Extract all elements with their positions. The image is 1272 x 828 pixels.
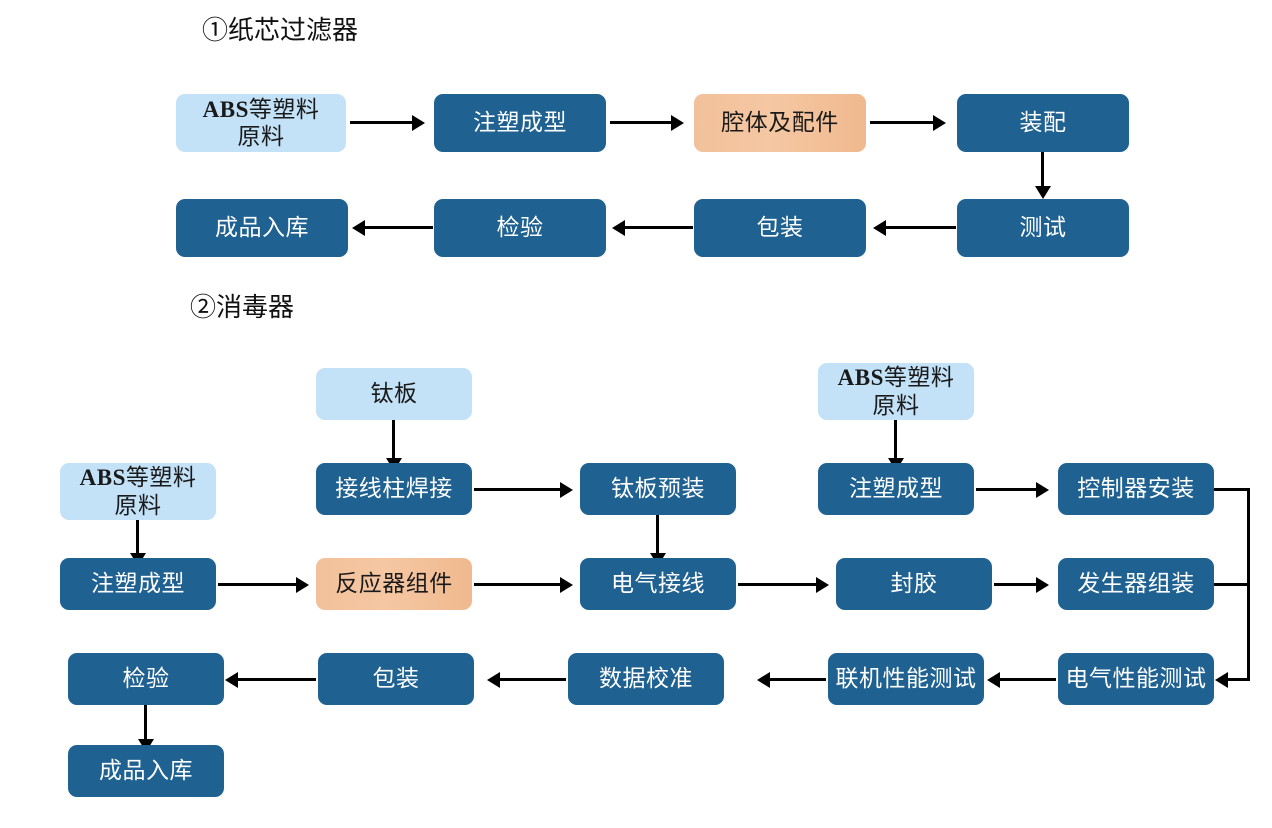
edge-line: [994, 583, 1036, 586]
edge-line: [1247, 488, 1250, 680]
node-label: 注塑成型: [473, 110, 567, 136]
node-label: 钛板: [370, 381, 418, 407]
edge-line: [770, 678, 826, 681]
node-label: 电气性能测试: [1065, 666, 1207, 692]
edge-line: [144, 705, 147, 739]
edge-arrowhead: [612, 220, 625, 236]
edge-arrowhead: [987, 672, 1000, 688]
edge-arrowhead: [560, 577, 573, 593]
node-label: 成品入库: [215, 215, 309, 241]
node-label: 控制器安装: [1077, 476, 1195, 502]
edge-line: [365, 226, 433, 229]
node-label: 检验: [122, 666, 170, 692]
node-label: 发生器组装: [1077, 571, 1195, 597]
node-label: ABS等塑料 原料: [202, 96, 320, 149]
node-label: 检验: [496, 215, 544, 241]
node-label: 腔体及配件: [721, 110, 839, 136]
edge-arrowhead: [933, 115, 946, 131]
node-s2-reactor-module: 反应器组件: [316, 558, 472, 610]
node-label: 联机性能测试: [835, 666, 977, 692]
node-label: 测试: [1019, 215, 1067, 241]
edge-line: [610, 121, 671, 124]
node-s2-data-calibration: 数据校准: [568, 653, 724, 705]
edge-arrowhead: [560, 482, 573, 498]
edge-arrowhead: [352, 220, 365, 236]
node-s2-elec-perf-test: 电气性能测试: [1058, 653, 1214, 705]
node-s1-packaging: 包装: [694, 199, 866, 257]
node-s2-titanium-plate: 钛板: [316, 368, 472, 420]
node-s2-abs-raw-right: ABS等塑料 原料: [818, 363, 974, 420]
edge-line: [500, 678, 566, 681]
section-title-paper-core-filter: ①纸芯过滤器: [202, 16, 359, 45]
edge-arrowhead: [816, 577, 829, 593]
node-label: 封胶: [890, 571, 938, 597]
node-s2-warehouse: 成品入库: [68, 745, 224, 797]
node-label: 反应器组件: [335, 571, 453, 597]
node-s1-cavity: 腔体及配件: [694, 94, 866, 152]
node-s2-online-perf-test: 联机性能测试: [828, 653, 984, 705]
node-s2-injection-right: 注塑成型: [818, 463, 974, 515]
edge-arrowhead: [1036, 482, 1049, 498]
node-label: 数据校准: [599, 666, 693, 692]
node-label: 包装: [372, 666, 420, 692]
node-label: 成品入库: [99, 758, 193, 784]
edge-line: [894, 420, 897, 458]
edge-line: [625, 226, 693, 229]
node-label: 接线柱焊接: [335, 476, 453, 502]
node-label: 包装: [756, 215, 804, 241]
edge-arrowhead: [487, 672, 500, 688]
edge-line: [870, 121, 933, 124]
node-label: 注塑成型: [849, 476, 943, 502]
edge-arrowhead: [1036, 577, 1049, 593]
node-s1-test: 测试: [957, 199, 1129, 257]
edge-line: [1228, 678, 1250, 681]
node-s2-packaging: 包装: [318, 653, 474, 705]
node-label: 装配: [1019, 110, 1067, 136]
edge-line: [1214, 583, 1250, 586]
edge-arrowhead: [873, 220, 886, 236]
edge-arrowhead: [225, 672, 238, 688]
node-s1-abs-raw: ABS等塑料 原料: [176, 94, 346, 152]
node-label: 注塑成型: [91, 571, 185, 597]
edge-line: [350, 121, 412, 124]
edge-arrowhead: [296, 577, 309, 593]
edge-line: [886, 226, 956, 229]
edge-line: [1041, 152, 1044, 186]
node-s2-controller-mount: 控制器安装: [1058, 463, 1214, 515]
edge-line: [656, 515, 659, 553]
node-s2-plate-preassy: 钛板预装: [580, 463, 736, 515]
section-title-sterilizer: ②消毒器: [190, 293, 295, 322]
edge-line: [474, 488, 560, 491]
edge-arrowhead: [1215, 672, 1228, 688]
edge-line: [1000, 678, 1056, 681]
edge-line: [738, 583, 816, 586]
node-s2-inspection: 检验: [68, 653, 224, 705]
node-label: 钛板预装: [611, 476, 705, 502]
node-s1-inspection: 检验: [434, 199, 606, 257]
edge-line: [136, 520, 139, 553]
node-s2-sealing: 封胶: [836, 558, 992, 610]
node-s2-injection-left: 注塑成型: [60, 558, 216, 610]
node-s1-assembly: 装配: [957, 94, 1129, 152]
node-s2-terminal-weld: 接线柱焊接: [316, 463, 472, 515]
edge-line: [238, 678, 316, 681]
node-s1-injection: 注塑成型: [434, 94, 606, 152]
edge-line: [218, 583, 296, 586]
node-label: 电气接线: [611, 571, 705, 597]
edge-line: [474, 583, 560, 586]
node-s2-wiring: 电气接线: [580, 558, 736, 610]
node-s1-warehouse: 成品入库: [176, 199, 348, 257]
edge-arrowhead: [757, 672, 770, 688]
edge-arrowhead: [671, 115, 684, 131]
node-s2-generator-assy: 发生器组装: [1058, 558, 1214, 610]
edge-line: [976, 488, 1036, 491]
edge-arrowhead: [1035, 186, 1051, 199]
node-label: ABS等塑料 原料: [79, 465, 197, 518]
node-s2-abs-raw-left: ABS等塑料 原料: [60, 463, 216, 520]
edge-arrowhead: [412, 115, 425, 131]
node-label: ABS等塑料 原料: [837, 365, 955, 418]
edge-line: [392, 420, 395, 458]
edge-line: [1214, 488, 1250, 491]
